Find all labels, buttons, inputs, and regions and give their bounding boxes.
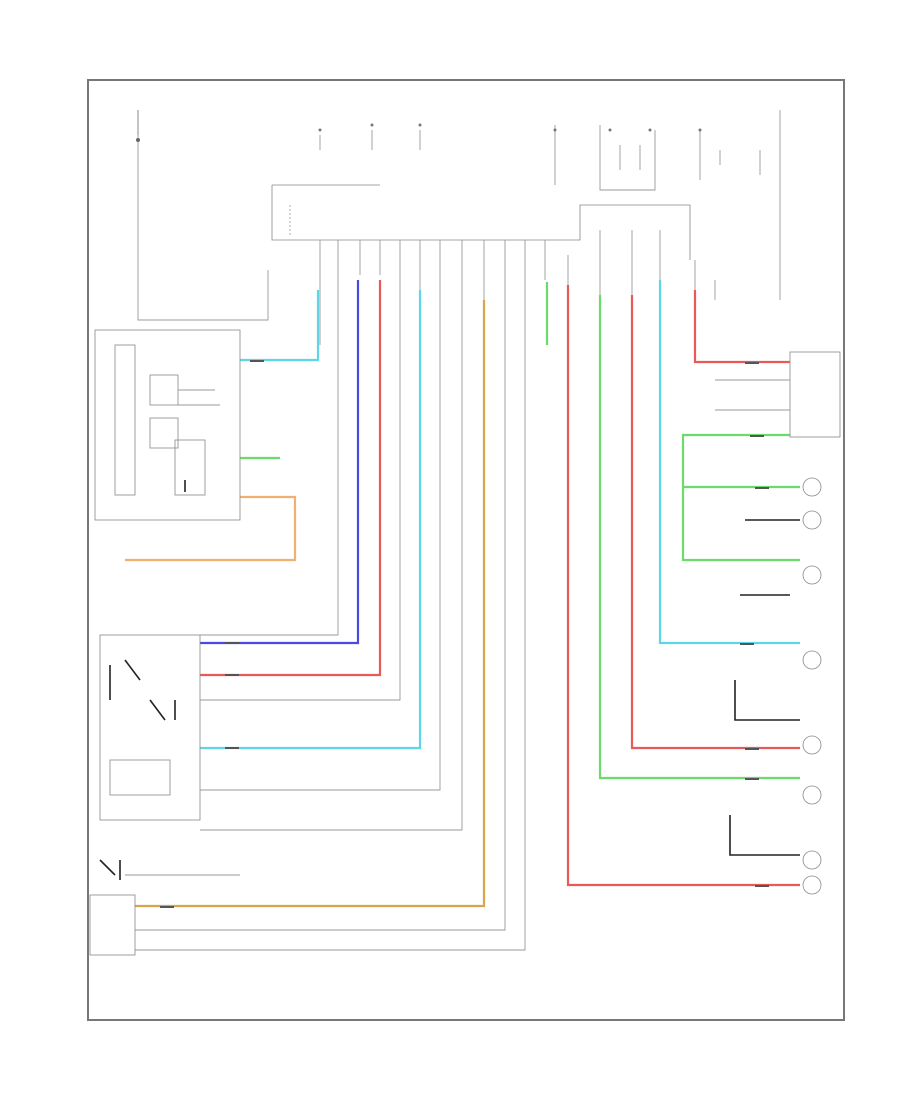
module-output-wires	[135, 230, 716, 951]
bottom-left-module	[89, 859, 240, 956]
wire-tags	[160, 360, 769, 908]
left-module	[94, 329, 241, 521]
diagram-frame	[87, 79, 845, 1021]
combination-switch	[99, 634, 201, 821]
colored-wires	[125, 280, 800, 908]
right-lamps	[715, 351, 841, 895]
power-supply-section	[136, 110, 781, 321]
